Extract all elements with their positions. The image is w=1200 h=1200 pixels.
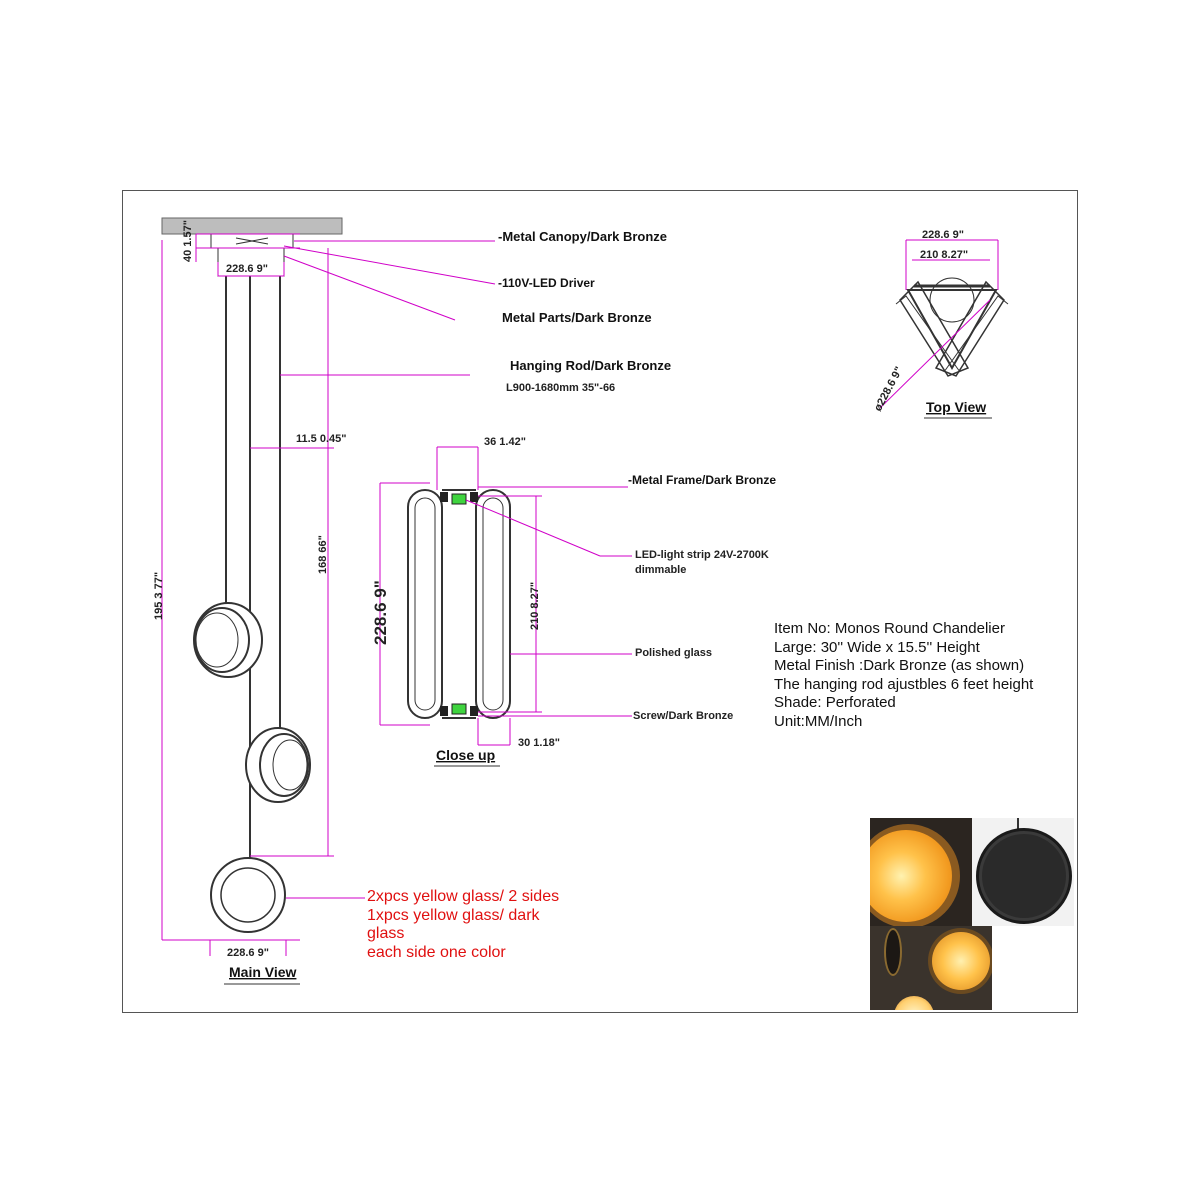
driver-symbol	[235, 237, 269, 245]
photo-dark-disc	[972, 818, 1074, 926]
disc-2	[245, 727, 311, 803]
glass-notes: 2xpcs yellow glass/ 2 sides 1xpcs yellow…	[367, 888, 559, 962]
disc-3	[210, 857, 286, 933]
dim-closeup-inner: 210 8.27"	[529, 582, 541, 630]
main-dimensions	[161, 233, 496, 956]
dimension-texts: 40 1.57" 228.6 9" 11.5 0.45" 195 3 77" 1…	[153, 220, 968, 959]
dim-rod-length: 168 66"	[317, 535, 329, 574]
label-glass: Polished glass	[635, 647, 712, 659]
label-frame: -Metal Frame/Dark Bronze	[628, 473, 776, 487]
callouts: -Metal Canopy/Dark Bronze -110V-LED Driv…	[498, 229, 776, 722]
note-line-3: glass	[367, 925, 405, 942]
info-line-item: Item No: Monos Round Chandelier	[774, 620, 1005, 637]
info-line-rod: The hanging rod ajustbles 6 feet height	[774, 675, 1034, 693]
dim-closeup-height: 228.6 9"	[371, 580, 390, 645]
label-canopy: -Metal Canopy/Dark Bronze	[498, 229, 667, 244]
photo-yellow-disc	[870, 818, 972, 926]
dim-top-outer: 228.6 9"	[922, 229, 964, 241]
closeup-dimensions	[379, 446, 632, 746]
photo-group-discs	[870, 926, 992, 1010]
note-line-2: 1xpcs yellow glass/ dark	[367, 906, 540, 924]
dim-canopy-width: 228.6 9"	[226, 263, 268, 275]
dim-top-inner: 210 8.27"	[920, 249, 968, 261]
top-view	[879, 239, 1009, 409]
led-strip-top	[451, 493, 467, 505]
disc-1	[193, 602, 263, 678]
note-line-4: each side one color	[367, 943, 506, 961]
label-metal-parts: Metal Parts/Dark Bronze	[502, 310, 652, 325]
label-rod: Hanging Rod/Dark Bronze	[510, 358, 671, 373]
dim-top-diameter: ø228.6 9"	[872, 365, 905, 414]
label-screw: Screw/Dark Bronze	[633, 710, 733, 722]
info-line-size: Large: 30'' Wide x 15.5'' Height	[774, 638, 980, 656]
dim-closeup-bottom: 30 1.18"	[518, 737, 560, 749]
led-strip-bottom	[451, 703, 467, 715]
info-line-unit: Unit:MM/Inch	[774, 712, 863, 730]
dim-canopy-height: 40 1.57"	[182, 220, 194, 262]
label-led-1: LED-light strip 24V-2700K	[635, 549, 769, 561]
title-closeup: Close up	[436, 747, 495, 763]
label-led-2: dimmable	[635, 564, 686, 576]
dim-rod-offset: 11.5 0.45"	[296, 433, 346, 445]
product-info: Item No: Monos Round Chandelier Large: 3…	[774, 620, 1033, 732]
view-titles: Main View Close up Top View	[224, 399, 992, 985]
main-view	[161, 217, 496, 956]
dim-total-height: 195 3 77"	[153, 572, 165, 620]
title-top-view: Top View	[926, 399, 986, 415]
info-line-finish: Metal Finish :Dark Bronze (as shown)	[774, 657, 1025, 675]
info-line-shade: Shade: Perforated	[774, 694, 896, 712]
label-rod-length: L900-1680mm 35"-66	[506, 382, 615, 394]
dim-disc-width: 228.6 9"	[227, 947, 269, 959]
label-driver: -110V-LED Driver	[498, 276, 595, 290]
title-main-view: Main View	[229, 964, 297, 980]
dim-closeup-top: 36 1.42"	[484, 436, 526, 448]
note-line-1: 2xpcs yellow glass/ 2 sides	[367, 888, 560, 905]
closeup-view	[379, 446, 632, 746]
